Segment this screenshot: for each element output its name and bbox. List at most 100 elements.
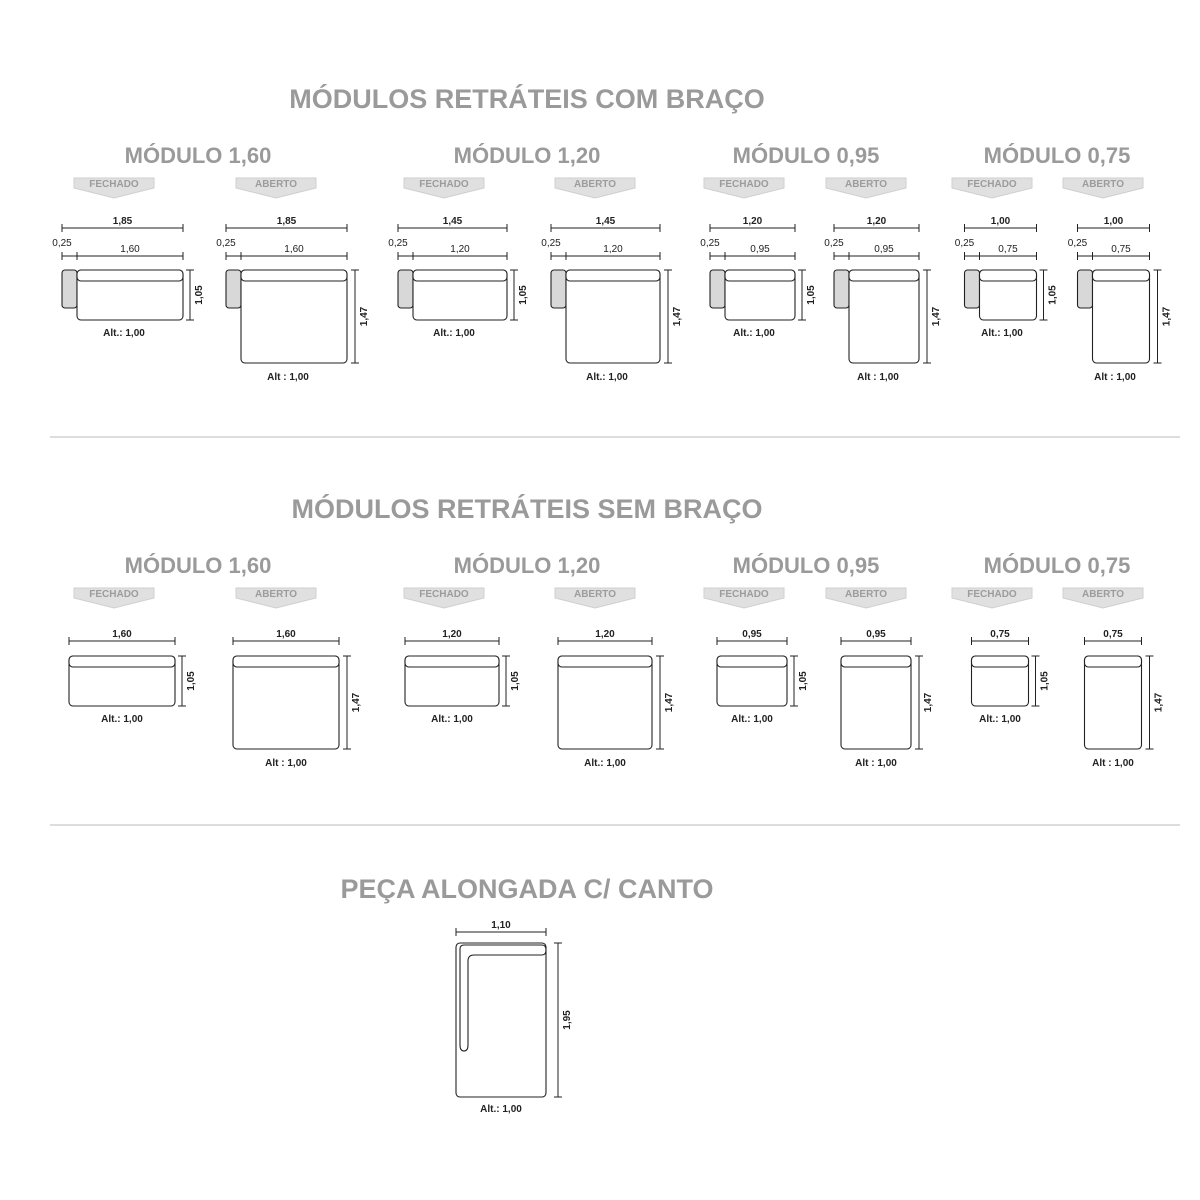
- section-2-module-3-open-height: Alt : 1,00: [855, 758, 897, 769]
- section-1-module-1-closed-backrest: [76, 269, 184, 282]
- corner-width-label: 1,10: [491, 920, 511, 931]
- section-2-module-2-open-depth-label: 1,47: [664, 692, 675, 712]
- section-2-module-4-closed-backrest: [970, 655, 1030, 668]
- section-2-module-2-closed-depth-label: 1,05: [510, 671, 521, 691]
- section-2-module-4-closed-tag-text: FECHADO: [967, 589, 1017, 600]
- section-1-module-2-closed-tag-arrow: [403, 177, 485, 199]
- section-2-module-1-closed-depth-label: 1,05: [186, 671, 197, 691]
- section-1-module-4-title: MÓDULO 0,75: [984, 143, 1131, 168]
- section-1-module-2-open-tag-arrow: [554, 177, 636, 199]
- section-1-module-4-closed-tag-text: FECHADO: [967, 179, 1017, 190]
- section-1-module-2-open-seat-label: 1,20: [603, 244, 623, 255]
- section-1-title: MÓDULOS RETRÁTEIS COM BRAÇO: [289, 83, 765, 114]
- section-1-module-1-closed-arm-label: 0,25: [52, 238, 72, 249]
- corner-piece-outline: [455, 942, 547, 1098]
- section-2-module-2-closed-tag-arrow: [403, 587, 485, 609]
- section-1-module-3-open-backrest: [848, 269, 920, 282]
- section-1-module-4-closed-backrest: [978, 269, 1038, 282]
- section-2-module-3-open-tag-text: ABERTO: [845, 589, 887, 600]
- section-1-module-1-open-tag-arrow: [235, 177, 317, 199]
- section-1-module-1-open-depth-label: 1,47: [359, 306, 370, 326]
- section-2-module-1-closed-tag-text: FECHADO: [89, 589, 139, 600]
- section-1-module-2-open-total-label: 1,45: [596, 216, 616, 227]
- section-1-module-3-open-seat: [848, 269, 920, 364]
- section-1-module-4-closed-tag-arrow: [951, 177, 1033, 199]
- corner-backrest: [459, 944, 547, 1052]
- section-1-module-4-closed-height: Alt.: 1,00: [981, 328, 1023, 339]
- section-1-module-1-open-seat-label: 1,60: [284, 244, 304, 255]
- section-1-module-2-open-tag-text: ABERTO: [574, 179, 616, 190]
- section-2-module-4-open-depth-label: 1,47: [1154, 692, 1165, 712]
- section-2-module-1-open-seat: [232, 655, 340, 750]
- section-1-module-3-closed-tag-text: FECHADO: [719, 179, 769, 190]
- section-1-module-1-closed-arm: [61, 269, 78, 309]
- section-2-module-4-closed-height: Alt.: 1,00: [979, 714, 1021, 725]
- section-1-module-2-closed-total-label: 1,45: [443, 216, 463, 227]
- section-1-module-1-open-seat: [240, 269, 348, 364]
- section-1-module-1-closed-tag-text: FECHADO: [89, 179, 139, 190]
- section-2-module-2-closed-height: Alt.: 1,00: [431, 714, 473, 725]
- section-1-module-3-open-seat-label: 0,95: [874, 244, 894, 255]
- section-1-module-4-open-height: Alt : 1,00: [1094, 372, 1136, 383]
- section-2-module-2-open-tag-text: ABERTO: [574, 589, 616, 600]
- section-1-module-2-title: MÓDULO 1,20: [454, 143, 601, 168]
- section-1-module-1-closed-height: Alt.: 1,00: [103, 328, 145, 339]
- section-2-module-2-closed-tag-text: FECHADO: [419, 589, 469, 600]
- corner-title: PEÇA ALONGADA C/ CANTO: [340, 874, 713, 904]
- section-1-module-1-title: MÓDULO 1,60: [125, 143, 272, 168]
- section-1-module-2-closed-seat-label: 1,20: [450, 244, 470, 255]
- section-2-module-3-open-total-label: 0,95: [866, 629, 886, 640]
- section-1-module-2-closed-backrest: [412, 269, 508, 282]
- section-1-module-4-closed-arm: [963, 269, 981, 309]
- section-1-module-2-closed-depth-label: 1,05: [518, 285, 529, 305]
- section-2-module-1-open-depth-label: 1,47: [351, 692, 362, 712]
- section-2-module-1-open-total-label: 1,60: [276, 629, 296, 640]
- section-2-module-2-open-seat: [557, 655, 653, 750]
- section-1-module-3-closed-height: Alt.: 1,00: [733, 328, 775, 339]
- section-2-module-3-closed-total-label: 0,95: [742, 629, 762, 640]
- section-1-module-3-open-tag-arrow: [825, 177, 907, 199]
- section-1-module-4-closed-arm-label: 0,25: [955, 238, 975, 249]
- section-1-module-2-open-height: Alt.: 1,00: [586, 372, 628, 383]
- section-1-module-4-open-total-label: 1,00: [1104, 216, 1124, 227]
- section-1-module-2-closed-tag-text: FECHADO: [419, 179, 469, 190]
- section-2-module-1-title: MÓDULO 1,60: [125, 553, 272, 578]
- section-1-module-4-open-seat-label: 0,75: [1111, 244, 1131, 255]
- section-1-module-1-open-tag-text: ABERTO: [255, 179, 297, 190]
- section-2-module-4-open-tag-arrow: [1062, 587, 1144, 609]
- section-2-module-1-closed-height: Alt.: 1,00: [101, 714, 143, 725]
- section-1-module-4-open-tag-arrow: [1062, 177, 1144, 199]
- section-1-module-1-closed-total-label: 1,85: [113, 216, 133, 227]
- section-1-module-3-closed-seat-label: 0,95: [750, 244, 770, 255]
- section-1-module-2-open-arm: [550, 269, 567, 309]
- section-1-module-1-open-backrest: [240, 269, 348, 282]
- section-2-module-3-title: MÓDULO 0,95: [733, 553, 880, 578]
- section-1-module-3-closed-total-label: 1,20: [743, 216, 763, 227]
- section-2-module-2-open-tag-arrow: [554, 587, 636, 609]
- section-1-module-3-open-arm: [833, 269, 850, 309]
- section-1-module-3-closed-depth-label: 1,05: [806, 285, 817, 305]
- section-2-module-3-closed-height: Alt.: 1,00: [731, 714, 773, 725]
- section-1-module-1-open-height: Alt : 1,00: [267, 372, 309, 383]
- section-1-module-2-open-backrest: [565, 269, 661, 282]
- section-1-module-2-closed-arm-label: 0,25: [388, 238, 408, 249]
- section-2-module-4-closed-total-label: 0,75: [990, 629, 1010, 640]
- section-2-module-3-open-tag-arrow: [825, 587, 907, 609]
- section-1-module-3-open-arm-label: 0,25: [824, 238, 844, 249]
- section-2-module-3-open-backrest: [840, 655, 912, 668]
- section-1-module-2-open-arm-label: 0,25: [541, 238, 561, 249]
- section-2-module-4-closed-tag-arrow: [951, 587, 1033, 609]
- section-1-module-4-closed-seat-label: 0,75: [998, 244, 1018, 255]
- section-2-module-1-open-tag-arrow: [235, 587, 317, 609]
- section-1-module-1-open-arm: [225, 269, 242, 309]
- section-2-module-1-closed-total-label: 1,60: [112, 629, 132, 640]
- corner-depth-label: 1,95: [562, 1010, 573, 1030]
- section-1-module-4-open-depth-label: 1,47: [1162, 306, 1173, 326]
- section-2-title: MÓDULOS RETRÁTEIS SEM BRAÇO: [291, 493, 762, 524]
- section-1-module-4-open-backrest: [1091, 269, 1151, 282]
- section-2-module-2-title: MÓDULO 1,20: [454, 553, 601, 578]
- section-1-module-4-open-tag-text: ABERTO: [1082, 179, 1124, 190]
- section-2-module-4-open-seat: [1083, 655, 1143, 750]
- section-1-module-3-title: MÓDULO 0,95: [733, 143, 880, 168]
